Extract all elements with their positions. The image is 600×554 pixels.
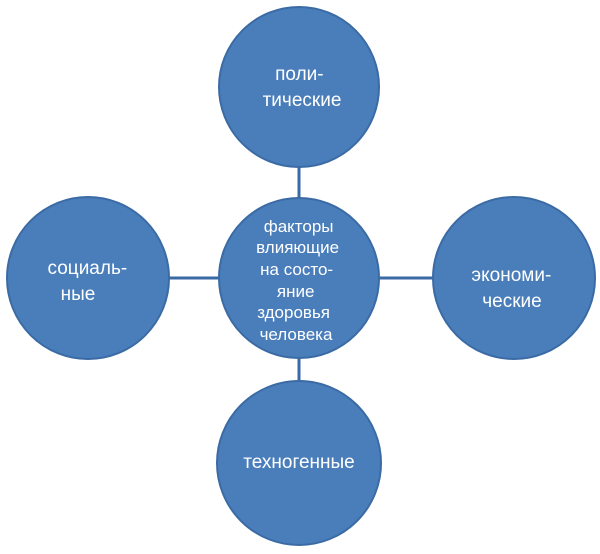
node-center-line-6: человека xyxy=(260,325,333,344)
node-bottom-label: техногенные xyxy=(243,452,355,473)
node-top-line-2: тические xyxy=(263,90,342,111)
node-left-line-2: ные xyxy=(61,284,96,305)
node-center-circle xyxy=(218,197,380,359)
node-top: поли- тические xyxy=(218,6,380,168)
node-center-line-2: влияющие xyxy=(256,238,339,257)
node-right: экономи- ческие xyxy=(432,196,596,360)
node-right-circle xyxy=(432,196,596,360)
node-top-circle xyxy=(218,6,380,168)
node-right-label: экономи- ческие xyxy=(471,265,556,312)
node-right-line-2: ческие xyxy=(482,291,541,312)
node-left-line-1: социаль- xyxy=(48,258,128,279)
node-left-label: социаль- ные xyxy=(48,258,133,305)
node-center: факторы влияющие на состо- яние здоровья… xyxy=(218,197,380,359)
node-center-line-3: на состо- xyxy=(260,260,333,279)
node-bottom-line-1: техногенные xyxy=(243,452,355,473)
node-center-line-4: яние xyxy=(277,282,315,301)
node-right-line-1: экономи- xyxy=(471,265,551,286)
node-center-line-5: здоровья xyxy=(257,303,330,322)
node-center-line-1: факторы xyxy=(264,217,334,236)
node-left-circle xyxy=(6,196,170,360)
node-bottom-circle xyxy=(216,380,382,546)
node-center-label: факторы влияющие на состо- яние здоровья… xyxy=(256,217,344,344)
node-top-line-1: поли- xyxy=(275,64,323,85)
node-bottom: техногенные xyxy=(216,380,382,546)
node-top-label: поли- тические xyxy=(263,64,342,111)
node-left: социаль- ные xyxy=(6,196,170,360)
